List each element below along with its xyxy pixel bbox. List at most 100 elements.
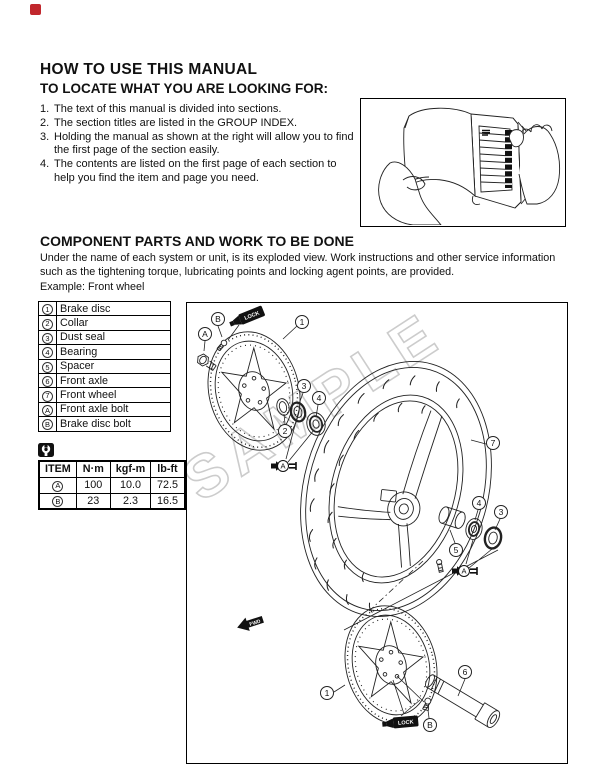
step-item: 1. The text of this manual is divided in…: [40, 103, 362, 117]
part-name: Brake disc bolt: [56, 416, 171, 432]
svg-text:1: 1: [300, 317, 305, 327]
page-subtitle: TO LOCATE WHAT YOU ARE LOOKING FOR:: [40, 81, 328, 96]
index-heading-scribble: [482, 129, 490, 136]
callout-3: 3: [494, 505, 508, 519]
part-name: Bearing: [56, 344, 171, 360]
lock-agent-icon: [227, 305, 266, 330]
part-ref: 6: [42, 376, 53, 388]
leader-lines: [203, 324, 501, 719]
svg-text:B: B: [215, 314, 221, 324]
how-to-use-section: HOW TO USE THIS MANUAL TO LOCATE WHAT YO…: [40, 61, 362, 186]
svg-text:A: A: [202, 329, 208, 339]
dust-seal-drawing: [289, 401, 307, 423]
tire-tread-marks: [308, 375, 460, 613]
step-text: The contents are listed on the first pag…: [54, 158, 337, 184]
torque-value: 10.0: [109, 476, 152, 494]
step-item: 2. The section titles are listed in the …: [40, 117, 362, 131]
svg-text:B: B: [427, 720, 433, 730]
callout-6: 6: [458, 665, 472, 679]
svg-text:7: 7: [491, 438, 496, 448]
example-label: Example: Front wheel: [40, 280, 145, 293]
torque-value: 23: [75, 492, 111, 510]
part-ref: 5: [42, 361, 53, 373]
part-name: Brake disc: [56, 300, 171, 317]
front-axle-bolt-drawing: [197, 353, 217, 371]
torque-value: 72.5: [150, 476, 186, 494]
dust-seal-drawing: [483, 526, 503, 550]
svg-text:1: 1: [325, 688, 330, 698]
callout-4: 4: [472, 496, 486, 510]
disc-bolt-drawing: [422, 697, 432, 712]
callout-1: 1: [295, 315, 309, 329]
bearing-drawing: [306, 412, 326, 436]
thumb: [508, 129, 524, 148]
part-ref: 2: [42, 318, 53, 330]
svg-text:6: 6: [463, 667, 468, 677]
col-header: lb-ft: [150, 460, 186, 478]
left-hand: [378, 161, 442, 225]
right-hand: [518, 126, 561, 205]
callout-B: B: [211, 312, 225, 326]
manual-holding-illustration: [360, 98, 566, 227]
collar-drawing: [276, 398, 290, 416]
callout-3: 3: [297, 379, 311, 393]
callout-4: 4: [312, 391, 326, 405]
disc-bolt-drawing: [216, 339, 228, 352]
part-ref: 7: [42, 390, 53, 402]
svg-text:5: 5: [454, 545, 459, 555]
wheel-hub: [380, 489, 421, 527]
section-body: Under the name of each system or unit, i…: [40, 252, 556, 278]
callout-7: 7: [486, 436, 500, 450]
col-header: ITEM: [38, 460, 77, 478]
part-ref: 4: [42, 347, 53, 359]
part-name: Front axle bolt: [56, 401, 171, 418]
torque-value: 2.3: [109, 492, 152, 510]
part-name: Dust seal: [56, 329, 171, 346]
page-title: HOW TO USE THIS MANUAL: [40, 61, 258, 78]
table-header-row: ITEM N·m kgf-m lb-ft: [38, 460, 186, 478]
step-item: 3. Holding the manual as shown at the ri…: [40, 131, 362, 159]
sample-watermark: SAMPLE: [187, 303, 453, 514]
col-header: N·m: [75, 460, 111, 478]
torque-item-ref: A: [52, 480, 64, 492]
torque-a-icon: [451, 564, 478, 578]
red-marker-icon: [30, 4, 41, 15]
part-name: Front axle: [56, 372, 171, 389]
step-number: 4.: [40, 158, 50, 171]
table-row: A 100 10.0 72.5: [38, 476, 186, 494]
svg-text:3: 3: [499, 507, 504, 517]
callout-B: B: [423, 718, 437, 732]
wrench-icon: [38, 443, 54, 457]
torque-value: 16.5: [150, 492, 186, 510]
step-text: Holding the manual as shown at the right…: [54, 130, 354, 157]
spacer-drawing: [438, 506, 466, 529]
step-text: The section titles are listed in the GRO…: [54, 116, 298, 129]
valve-stem-drawing: [436, 559, 444, 573]
axis-centerline: [366, 560, 424, 614]
step-number: 1.: [40, 103, 50, 115]
fwd-arrow-icon: FWD: [237, 615, 264, 631]
part-ref: 3: [42, 333, 53, 345]
front-axle-drawing: [425, 674, 501, 729]
callout-1: 1: [320, 686, 334, 700]
part-name: Front wheel: [56, 387, 171, 403]
torque-table: ITEM N·m kgf-m lb-ft A 100 10.0 72.5 B 2…: [38, 460, 186, 510]
svg-text:3: 3: [302, 381, 307, 391]
front-wheel-exploded-diagram: A LOCK SAMPLE: [186, 302, 568, 764]
step-item: 4. The contents are listed on the first …: [40, 158, 362, 186]
index-tabs: [505, 130, 512, 188]
svg-text:4: 4: [477, 498, 482, 508]
step-number: 2.: [40, 116, 50, 129]
torque-value: 100: [75, 476, 111, 494]
part-ref: 1: [42, 304, 53, 316]
svg-text:4: 4: [317, 393, 322, 403]
left-page: [403, 107, 476, 198]
part-ref: A: [42, 405, 53, 417]
